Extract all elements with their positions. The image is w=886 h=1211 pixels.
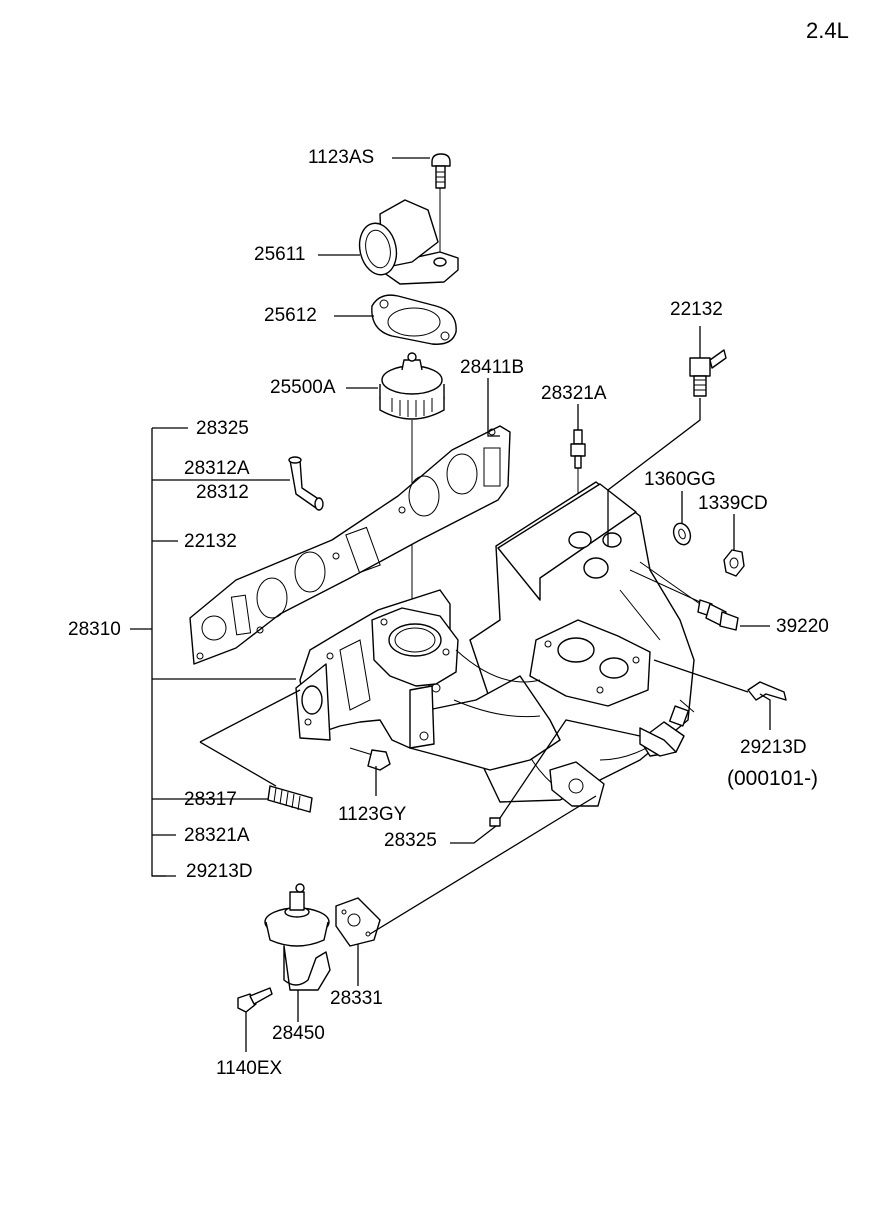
plug-28325[interactable]: [489, 817, 501, 827]
label-39220[interactable]: 39220: [776, 616, 829, 637]
gasket-25612[interactable]: [371, 294, 457, 345]
label-28325-top[interactable]: 28325: [196, 418, 249, 439]
label-1339cd[interactable]: 1339CD: [698, 493, 768, 514]
sensor-39220[interactable]: [629, 569, 739, 631]
hose-28312[interactable]: [288, 456, 324, 511]
exhaust-manifold-28310[interactable]: [295, 589, 561, 771]
stud-28317[interactable]: [267, 785, 313, 813]
bolt-1123as[interactable]: [431, 153, 451, 258]
label-28321a-bottom[interactable]: 28321A: [184, 825, 250, 846]
label-28331[interactable]: 28331: [330, 988, 383, 1009]
label-25500a[interactable]: 25500A: [270, 377, 336, 398]
label-1123as[interactable]: 1123AS: [308, 147, 375, 168]
label-25611[interactable]: 25611: [254, 244, 306, 265]
washer-1360gg[interactable]: [671, 521, 694, 547]
label-25612[interactable]: 25612: [264, 305, 317, 326]
label-29213d-right[interactable]: 29213D: [740, 737, 807, 758]
label-1360gg[interactable]: 1360GG: [644, 469, 716, 490]
thermostat-25500a[interactable]: [379, 352, 445, 640]
label-22132-top[interactable]: 22132: [670, 299, 723, 320]
egr-port-gasket: [549, 761, 605, 807]
label-1123gy[interactable]: 1123GY: [338, 804, 407, 825]
label-28321a-top[interactable]: 28321A: [541, 383, 607, 404]
label-28325-bottom[interactable]: 28325: [384, 830, 437, 851]
label-28450[interactable]: 28450: [272, 1023, 325, 1044]
variant-label: 2.4L: [806, 18, 849, 43]
leader-lines: [130, 157, 771, 1052]
label-28310[interactable]: 28310: [68, 619, 121, 640]
exhaust-gasket-28411b[interactable]: [189, 425, 511, 665]
label-1140ex[interactable]: 1140EX: [216, 1058, 283, 1079]
gasket-28331[interactable]: [335, 897, 381, 947]
bolt-1123gy[interactable]: [349, 747, 391, 771]
egr-valve-28450[interactable]: [264, 883, 331, 991]
label-29213d-bottom[interactable]: 29213D: [186, 861, 253, 882]
label-28411b[interactable]: 28411B: [460, 357, 525, 378]
label-29213d-note: (000101-): [727, 767, 819, 790]
water-outlet-fitting-25611[interactable]: [355, 199, 459, 285]
label-22132-left[interactable]: 22132: [184, 531, 237, 552]
fitting-22132[interactable]: [689, 349, 727, 397]
pipe-29213d[interactable]: [747, 681, 787, 701]
nut-1339cd[interactable]: [723, 549, 745, 577]
label-28317[interactable]: 28317: [184, 789, 237, 810]
sensor-28321a-bottom[interactable]: [639, 705, 690, 757]
label-28312a[interactable]: 28312A: [184, 458, 250, 479]
bolt-1140ex[interactable]: [237, 987, 273, 1013]
label-28312[interactable]: 28312: [196, 482, 249, 503]
